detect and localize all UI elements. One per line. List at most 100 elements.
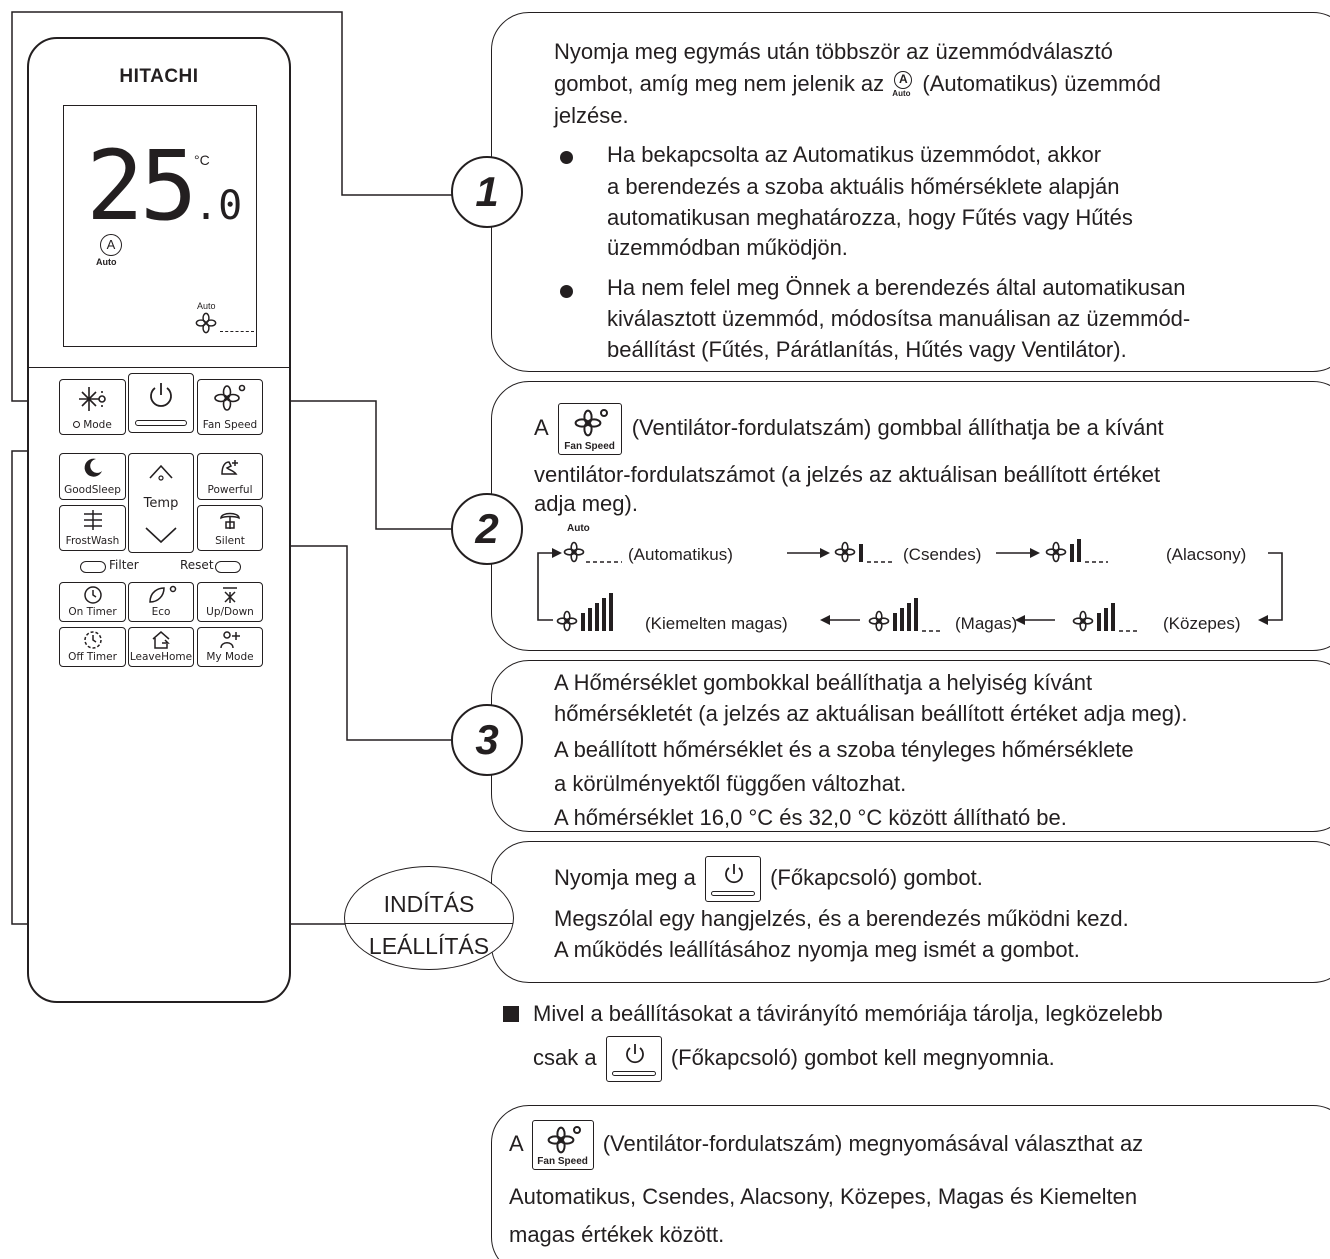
frostwash-button[interactable]: FrostWash [59, 505, 126, 551]
filter-label: Filter [109, 558, 139, 572]
start-stop-line1: Nyomja meg a (Főkapcsoló) gombot. [554, 856, 983, 902]
my-mode-label: My Mode [206, 651, 254, 663]
frostwash-label: FrostWash [65, 535, 120, 547]
step2-line3: adja meg). [534, 491, 638, 516]
fan-auto-label: Auto [197, 301, 216, 311]
goodsleep-label: GoodSleep [64, 484, 121, 496]
power-inline-bar [710, 891, 755, 896]
my-mode-icon [220, 631, 240, 649]
power-icon [625, 1044, 644, 1064]
step1-bullet1-line2: a berendezés a szoba aktuális hőmérsékle… [607, 174, 1120, 199]
auto-mode-label: Auto [96, 257, 117, 267]
mode-icon [78, 387, 106, 411]
step2-line1-a: A [534, 414, 548, 440]
fan-medium-glyph [1072, 610, 1094, 632]
step3-panel [491, 660, 1330, 832]
silent-label: Silent [215, 535, 245, 547]
stop-label: LEÁLLÍTÁS [368, 933, 490, 959]
fan-note-line1-b: (Ventilátor-fordulatszám) megnyomásával … [602, 1130, 1144, 1156]
start-stop-line1-b: (Főkapcsoló) gombot. [770, 864, 983, 890]
fan-auto-glyph [563, 541, 585, 563]
step1-bullet2-line2: kiválasztott üzemmód, módosítsa manuális… [607, 306, 1191, 331]
goodsleep-button[interactable]: GoodSleep [59, 453, 126, 500]
lcd-display: 25 .0 °C A Auto Auto [63, 105, 257, 347]
fan-icon [195, 312, 217, 334]
fan-high-glyph [868, 610, 890, 632]
memory-note-line1: Mivel a beállításokat a távirányító memó… [533, 1001, 1163, 1026]
step2-line1: A Fan Speed (Ventilátor-fordulatszám) go… [534, 403, 1164, 455]
on-timer-button[interactable]: On Timer [59, 582, 126, 622]
start-stop-oval [344, 866, 514, 970]
up-down-button[interactable]: Up/Down [197, 582, 263, 622]
off-timer-button[interactable]: Off Timer [59, 627, 126, 667]
power-button[interactable] [128, 373, 194, 433]
step1-bullet2-line3: beállítást (Fűtés, Párátlanítás, Hűtés v… [607, 337, 1127, 362]
filter-button[interactable] [80, 561, 106, 573]
step3-line4: a körülményektől függően változhat. [554, 771, 907, 796]
powerful-button[interactable]: Powerful [197, 453, 263, 500]
eco-label: Eco [151, 606, 171, 618]
powerful-label: Powerful [207, 484, 253, 496]
power-icon [725, 864, 743, 884]
remote-control: HITACHI 25 .0 °C A Auto Auto [27, 37, 291, 1003]
temperature-main: 25 [86, 130, 198, 242]
seq-low: (Alacsony) [1166, 545, 1247, 564]
start-stop-line1-a: Nyomja meg a [554, 864, 696, 890]
mode-indicator-circle [73, 421, 81, 428]
memory-note-line2: csak a (Főkapcsoló) gombot kell megnyomn… [533, 1036, 1055, 1082]
fan-speed-button[interactable]: Fan Speed [197, 379, 263, 435]
start-stop-panel [491, 841, 1330, 983]
seq-high: (Magas) [955, 614, 1018, 633]
step3-line2: hőmérsékletét (a jelzés az aktuálisan be… [554, 701, 1188, 726]
fan-speed-inline-button: Fan Speed [531, 1120, 594, 1170]
fan-speed-inline-label: Fan Speed [564, 441, 615, 452]
seq-auto-label: Auto [567, 523, 590, 534]
eco-icon [149, 585, 177, 603]
reset-label: Reset [180, 558, 214, 572]
fan-icon [547, 1126, 581, 1154]
note-square-bullet [503, 1006, 519, 1022]
eco-button[interactable]: Eco [128, 582, 194, 622]
step2-line2: ventilátor-fordulatszámot (a jelzés az a… [534, 462, 1161, 487]
fan-speed-inline-button: Fan Speed [557, 403, 622, 455]
off-timer-label: Off Timer [68, 651, 117, 663]
fan-icon [574, 409, 608, 437]
temp-label: Temp [143, 496, 179, 511]
fan-speed-button-label: Fan Speed [202, 419, 258, 431]
power-inline-bar [611, 1071, 656, 1076]
step1-bullet1-line4: üzemmódban működjön. [607, 235, 848, 260]
moon-icon [84, 458, 102, 477]
step1-bullet2-line1: Ha nem felel meg Önnek a berendezés álta… [607, 275, 1186, 300]
fan-note-line1: A Fan Speed (Ventilátor-fordulatszám) me… [509, 1120, 1143, 1170]
auto-mode-icon: A [100, 234, 122, 256]
temp-down-icon[interactable] [143, 524, 179, 546]
fan-speed-inline-label: Fan Speed [537, 1156, 588, 1167]
power-bar [135, 420, 187, 426]
fan-silent-glyph [834, 541, 856, 563]
step1-panel [491, 12, 1330, 372]
memory-note-line2-a: csak a [533, 1044, 597, 1070]
silent-button[interactable]: Silent [197, 505, 263, 551]
power-inline-button [605, 1036, 662, 1082]
temperature-decimal: .0 [194, 183, 243, 229]
memory-note-line2-b: (Főkapcsoló) gombot kell megnyomnia. [670, 1044, 1055, 1070]
leave-home-button[interactable]: LeaveHome [128, 627, 194, 667]
mode-button-label: Mode [83, 419, 112, 431]
frostwash-icon [83, 510, 102, 530]
temperature-unit: °C [194, 152, 210, 168]
mode-button[interactable]: Mode [59, 379, 126, 435]
temp-button[interactable]: Temp [128, 453, 194, 553]
start-stop-line3: A működés leállításához nyomja meg ismét… [554, 937, 1080, 962]
my-mode-button[interactable]: My Mode [197, 627, 263, 667]
step3-number: 3 [451, 704, 523, 776]
step3-line3: A beállított hőmérséklet és a szoba tény… [554, 737, 1134, 762]
up-down-label: Up/Down [206, 606, 254, 618]
step1-intro-line2-b: (Automatikus) üzemmód [922, 71, 1161, 96]
powerful-icon [221, 460, 238, 475]
temp-up-icon[interactable] [146, 460, 176, 484]
step2-line1-b: (Ventilátor-fordulatszám) gombbal állíth… [631, 414, 1164, 440]
fan-speed-sequence: Auto [537, 523, 1283, 632]
fan-note-line3: magas értékek között. [509, 1222, 725, 1247]
step1-intro-line2-a: gombot, amíg meg nem jelenik az [554, 71, 885, 96]
reset-button[interactable] [215, 561, 241, 573]
